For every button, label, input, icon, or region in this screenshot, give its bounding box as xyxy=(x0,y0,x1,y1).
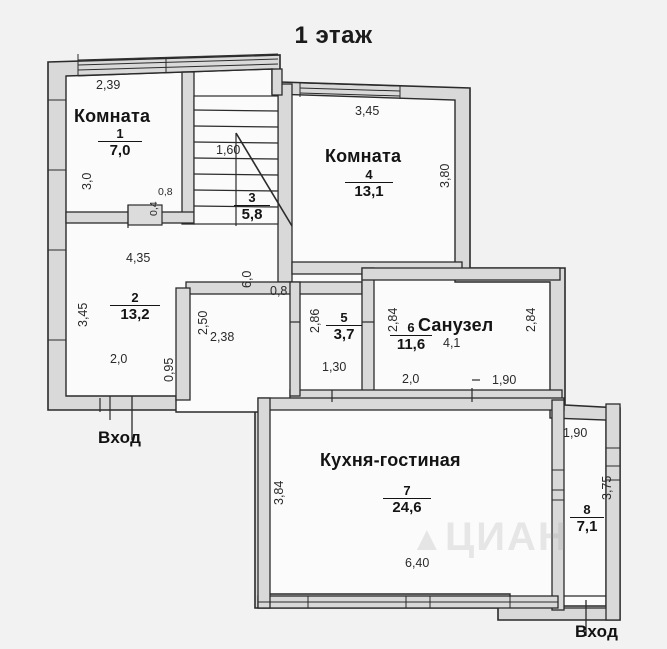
room-area-5: 3,7 xyxy=(326,325,362,343)
door-openings xyxy=(99,204,606,636)
room-area-3: 5,8 xyxy=(234,205,270,223)
dimension-0-8-mid: 0,8 xyxy=(270,284,288,298)
room-label-1: 1 7,0 xyxy=(98,126,142,159)
room-label-7: 7 24,6 xyxy=(383,483,431,516)
room-number-2: 2 xyxy=(131,290,139,305)
dimension-4-1: 4,1 xyxy=(443,336,461,350)
dimension-1-90-bath: 1,90 xyxy=(492,373,517,387)
dimension-2-38: 2,38 xyxy=(210,330,235,344)
dimension-3-80: 3,80 xyxy=(438,163,452,188)
room-number-8: 8 xyxy=(583,502,591,517)
dimension-6-0: 6,0 xyxy=(240,270,254,288)
room-label-6: 6 11,6 xyxy=(390,320,432,353)
room-label-4: 4 13,1 xyxy=(345,167,393,200)
dimension-1-60: 1,60 xyxy=(216,143,241,157)
dimension-3-75: 3,75 xyxy=(600,475,614,500)
dimension-3-45-left: 3,45 xyxy=(76,302,90,327)
entry-label-right: Вход xyxy=(575,622,619,641)
room-number-6: 6 xyxy=(407,320,415,335)
room-number-1: 1 xyxy=(116,126,124,141)
room-area-2: 13,2 xyxy=(110,305,160,323)
room-label-2: 2 13,2 xyxy=(110,290,160,323)
dimension-6-40: 6,40 xyxy=(405,556,430,570)
dimension-2-86: 2,86 xyxy=(308,308,322,333)
room-area-6: 11,6 xyxy=(390,335,432,353)
room-name-4: Комната xyxy=(325,146,402,166)
dimension-2-39: 2,39 xyxy=(96,78,121,92)
room-label-5: 5 3,7 xyxy=(326,310,362,343)
room-name-1: Комната xyxy=(74,106,151,126)
page-title: 1 этаж xyxy=(294,22,373,49)
watermark-text: ЦИАН xyxy=(445,515,569,559)
windows xyxy=(48,53,620,608)
dimension-1-30: 1,30 xyxy=(322,360,347,374)
dimension-2-0-left: 2,0 xyxy=(110,352,128,366)
room-number-5: 5 xyxy=(340,310,348,325)
dimension-2-84-right: 2,84 xyxy=(524,307,538,332)
watermark-mark: ▲ xyxy=(410,520,444,558)
room-name-7: Кухня-гостиная xyxy=(320,450,461,470)
room-number-7: 7 xyxy=(403,483,411,498)
room-area-7: 24,6 xyxy=(383,498,431,516)
dimension-2-0-bath: 2,0 xyxy=(402,372,420,386)
entry-label-left: Вход xyxy=(98,428,142,447)
room-area-4: 13,1 xyxy=(345,182,393,200)
dimension-2-84-left: 2,84 xyxy=(386,307,400,332)
room-number-4: 4 xyxy=(365,167,373,182)
dimension-0-8-room1: 0,8 xyxy=(158,186,173,198)
staircase xyxy=(193,95,293,227)
room-number-3: 3 xyxy=(248,190,256,205)
dimension-0-95: 0,95 xyxy=(162,357,176,382)
dimension-4-35: 4,35 xyxy=(126,251,151,265)
dimension-3-45-top: 3,45 xyxy=(355,104,380,118)
room-label-3: 3 5,8 xyxy=(234,190,270,223)
room-label-8: 8 7,1 xyxy=(570,502,604,535)
room-area-1: 7,0 xyxy=(98,141,142,159)
dimension-0-4-room1: 0,4 xyxy=(148,201,160,216)
dimension-1-90-room8: 1,90 xyxy=(563,426,588,440)
room-area-8: 7,1 xyxy=(570,517,604,535)
dimension-2-50: 2,50 xyxy=(196,310,210,335)
room-name-6: Санузел xyxy=(418,315,494,335)
dimension-3-84: 3,84 xyxy=(272,480,286,505)
dimension-3-0: 3,0 xyxy=(80,172,94,190)
